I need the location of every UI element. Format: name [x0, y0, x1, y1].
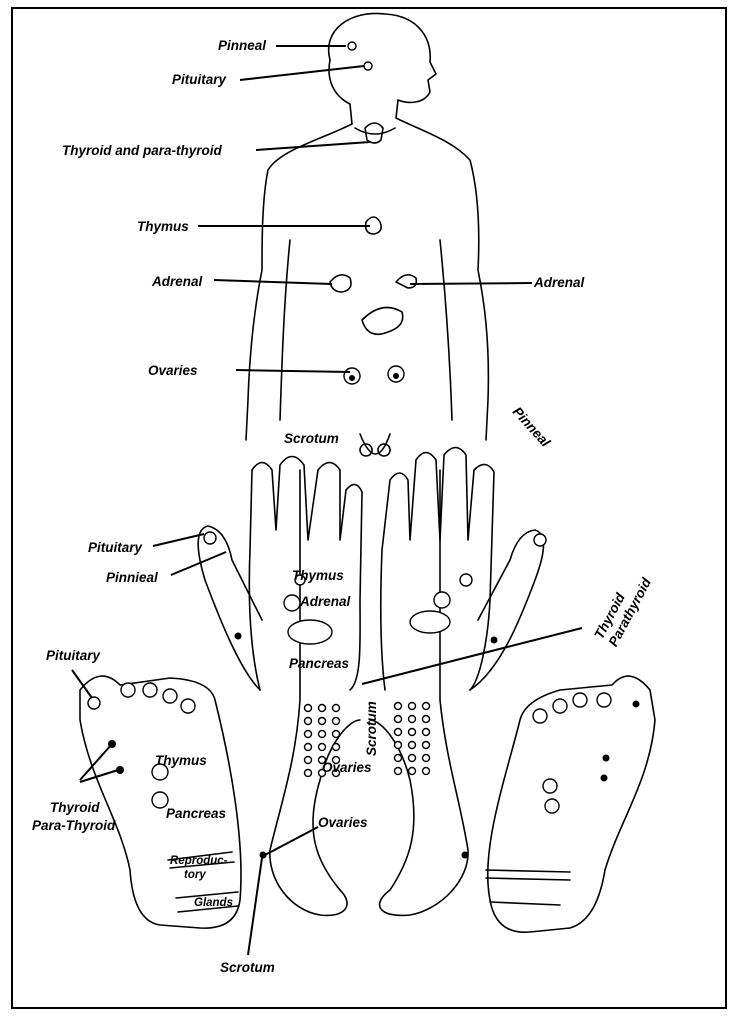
reflex-point — [331, 755, 341, 765]
label-foot-pituitary: Pituitary — [46, 648, 102, 663]
reflex-point — [303, 755, 313, 765]
label-hand-scrotum: Scrotum — [364, 701, 379, 756]
reflex-point — [407, 714, 417, 724]
reflex-point — [393, 740, 403, 750]
reflex-point — [421, 766, 431, 776]
leader-lines — [71, 45, 583, 956]
pineal-gland-icon — [347, 41, 357, 51]
human-body-outline — [245, 12, 490, 917]
label-foot-pancreas: Pancreas — [166, 806, 227, 821]
reflex-point — [421, 701, 431, 711]
label-foot-ovaries: Ovaries — [318, 815, 368, 830]
reflex-point — [393, 714, 403, 724]
reflex-point — [303, 703, 313, 713]
reflex-point — [421, 727, 431, 737]
label-adrenal-left: Adrenal — [151, 274, 203, 289]
reflex-point — [407, 727, 417, 737]
label-foot-thyroid: Thyroid Para-Thyroid — [32, 800, 116, 833]
reflex-point — [407, 740, 417, 750]
reflex-point — [303, 716, 313, 726]
label-scrotum: Scrotum — [284, 431, 339, 446]
label-hand-thymus: Thymus — [292, 568, 344, 583]
right-hand — [379, 446, 547, 691]
adrenal-gland-icon — [329, 274, 352, 293]
reflex-point — [303, 729, 313, 739]
label-foot-scrotum: Scrotum — [220, 960, 275, 975]
label-hand-pituitary: Pituitary — [88, 540, 144, 555]
reflex-point — [331, 768, 341, 778]
thymus-gland-icon — [364, 216, 382, 235]
pancreas-gland-icon — [361, 306, 404, 336]
reflex-point — [407, 766, 417, 776]
body-labels: Pinneal Pituitary Thyroid and para-thyro… — [62, 38, 585, 450]
reflex-point — [421, 740, 431, 750]
reflex-point — [421, 714, 431, 724]
label-foot-thymus: Thymus — [155, 753, 207, 768]
reflex-point — [317, 755, 327, 765]
label-adrenal-right: Adrenal — [533, 275, 585, 290]
label-thyroid: Thyroid and para-thyroid — [62, 143, 223, 158]
reflex-point — [331, 742, 341, 752]
scrotum-icon — [359, 433, 391, 457]
label-foot-reproductory: Reproduc- tory — [170, 855, 231, 881]
label-hand-ovaries: Ovaries — [322, 760, 372, 775]
label-pinneal-rotated: Pinneal — [510, 404, 553, 450]
frame-border — [11, 7, 727, 1009]
reflex-point — [317, 742, 327, 752]
label-pinneal: Pinneal — [218, 38, 266, 53]
label-hand-pinnieal: Pinnieal — [106, 570, 158, 585]
reflex-point — [393, 727, 403, 737]
label-hand-adrenal: Adrenal — [299, 594, 351, 609]
reflex-point — [393, 753, 403, 763]
reflex-point — [421, 753, 431, 763]
label-hand-thyroid: Thyroid Parathyroid — [591, 567, 654, 648]
left-foot-sole — [79, 675, 242, 929]
reflex-point — [331, 716, 341, 726]
body-glands — [329, 41, 418, 457]
reflex-point — [393, 766, 403, 776]
label-hand-pancreas: Pancreas — [289, 656, 350, 671]
label-pituitary: Pituitary — [172, 72, 228, 87]
reflex-point — [407, 753, 417, 763]
reflex-point — [317, 703, 327, 713]
reflex-point — [331, 703, 341, 713]
right-foot-sole — [485, 675, 656, 933]
thyroid-gland-icon — [364, 122, 384, 144]
reflex-point — [317, 716, 327, 726]
label-foot-glands: Glands — [194, 897, 233, 909]
pituitary-gland-icon — [363, 61, 373, 71]
reflex-dot-grid-right — [393, 701, 431, 776]
label-thymus: Thymus — [137, 219, 189, 234]
reflex-point — [317, 729, 327, 739]
reflex-point — [317, 768, 327, 778]
reflex-point — [331, 729, 341, 739]
left-hand — [197, 455, 363, 691]
reflex-point — [393, 701, 403, 711]
reflex-dot-grid-left — [303, 703, 341, 778]
reflex-point — [303, 742, 313, 752]
label-ovaries: Ovaries — [148, 363, 198, 378]
reflex-point — [407, 701, 417, 711]
foot-labels: Pituitary Thyroid Para-Thyroid Thymus Pa… — [32, 648, 368, 975]
reflex-point — [303, 768, 313, 778]
adrenal-gland-icon — [395, 274, 418, 289]
